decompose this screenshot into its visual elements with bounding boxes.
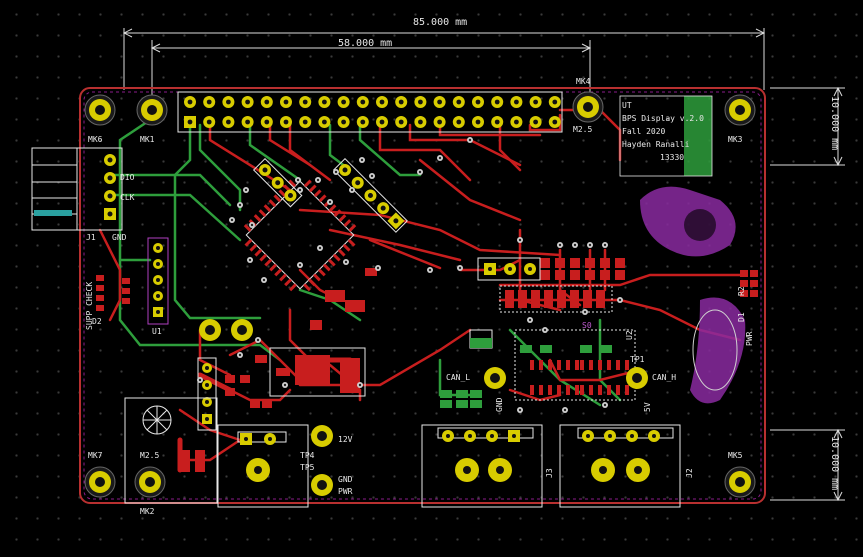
label-s0: S0 [582, 321, 592, 330]
label-can-h: CAN_H [652, 373, 676, 382]
testpoint-pair-u4 [199, 319, 253, 341]
label-clk: CLK [120, 193, 135, 202]
mounting-holes [84, 91, 756, 498]
label-pwr: PWR [338, 487, 353, 496]
mounting-hole-mk2 [134, 466, 166, 498]
label-tp4: TP4 [300, 451, 315, 460]
label-can-l: CAN_L [446, 373, 470, 382]
label-mk6: MK6 [88, 135, 103, 144]
testpoint-gnd [311, 474, 333, 496]
connector-j3 [421, 424, 543, 508]
title-block-frame [619, 95, 713, 177]
dimension-inner-width: 58.000 mm [338, 38, 392, 49]
label-tp1: TP1 [630, 355, 645, 364]
label-12v: 12V [338, 435, 353, 444]
title-line-4: Hayden Ranalli [622, 140, 690, 149]
dimension-right-top: 10.000 mm [829, 96, 840, 150]
mounting-hole-mk7 [84, 466, 116, 498]
title-line-5: 13330 [660, 153, 684, 162]
dimension-lines [122, 28, 845, 502]
label-d2: D2 [92, 317, 102, 326]
label-m25-top: M2.5 [573, 125, 592, 134]
label-pwr-led: PWR [745, 331, 754, 346]
label-mk7: MK7 [88, 451, 103, 460]
connector-j1-body [31, 147, 123, 231]
title-line-2: BPS Display v.2.0 [622, 114, 704, 123]
connector-j1-pads [104, 154, 116, 220]
header-left-vertical [147, 237, 169, 325]
label-j1: J1 [86, 233, 96, 242]
dimension-top-width: 85.000 mm [413, 17, 467, 28]
testpoint-can-l [484, 367, 506, 389]
dimension-right-bottom: 10.000 mm [829, 436, 840, 490]
title-line-3: Fall 2020 [622, 127, 666, 136]
vias [197, 137, 623, 413]
mounting-hole-mk6 [84, 94, 116, 126]
label-mk5: MK5 [728, 451, 743, 460]
mounting-hole-mk3 [724, 94, 756, 126]
smd-components [96, 268, 758, 472]
label-u1: U1 [152, 327, 162, 336]
header-left-lower [197, 357, 217, 431]
back-smd-pads [440, 345, 612, 408]
team-logo [640, 186, 746, 404]
label-mk4: MK4 [576, 77, 591, 86]
connector-j2 [559, 424, 681, 508]
chip-array-top [499, 258, 625, 313]
power-connector [217, 424, 309, 508]
label-mk2: MK2 [140, 507, 155, 516]
testpoint-12v [311, 425, 333, 447]
label-mk1: MK1 [140, 135, 155, 144]
label-gnd-vertical: GND [495, 397, 504, 412]
front-copper-traces [98, 108, 742, 462]
label-u2: U2 [625, 330, 634, 340]
label-d1: D1 [737, 312, 746, 322]
label-supp-check: SUPP CHECK [85, 282, 94, 330]
title-line-1: UT [622, 101, 632, 110]
mounting-hole-mk5 [724, 466, 756, 498]
header-3pin-middle [477, 257, 541, 281]
gpio-header [177, 91, 563, 133]
programming-header-left [252, 157, 303, 208]
testpoint-can-h [626, 367, 648, 389]
label-j2: J2 [685, 468, 694, 478]
label-tp5: TP5 [300, 463, 315, 472]
programming-header-right [332, 157, 408, 233]
label-gnd: GND [338, 475, 353, 484]
label-m25-bottom: M2.5 [140, 451, 159, 460]
label-5v: 5V [643, 402, 652, 412]
label-mk3: MK3 [728, 135, 743, 144]
regulator-u7 [269, 347, 366, 397]
label-j3: J3 [545, 468, 554, 478]
j1-alignment-mark [34, 210, 72, 216]
label-gnd-j1: GND [112, 233, 127, 242]
label-r2: R2 [737, 286, 746, 296]
buzzer-footprint [124, 397, 218, 504]
mounting-hole-mk4 [572, 91, 604, 123]
label-dio: DIO [120, 173, 135, 182]
mounting-hole-mk1 [136, 94, 168, 126]
can-transceiver-area [469, 329, 636, 401]
chip-u1 [243, 179, 357, 292]
